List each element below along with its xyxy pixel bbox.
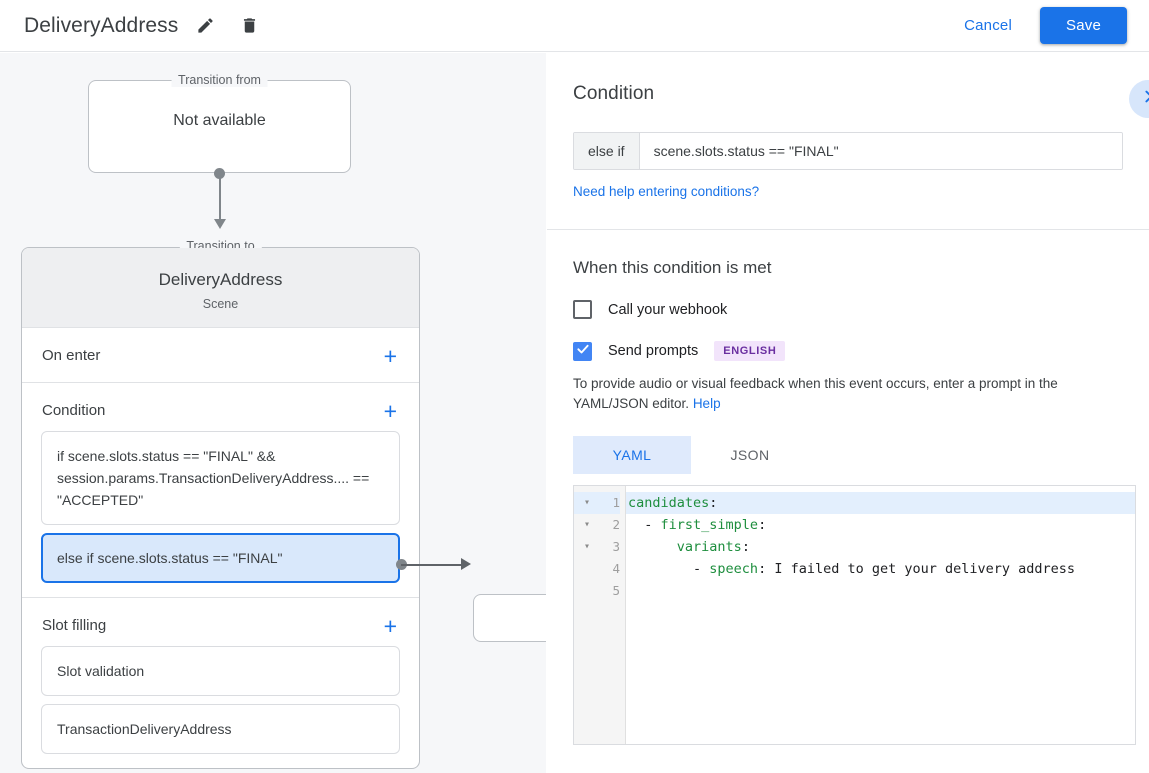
transition-from-title: Not available bbox=[173, 112, 266, 129]
editor-format-tabs: YAML JSON bbox=[573, 436, 1123, 474]
tab-json[interactable]: JSON bbox=[730, 447, 770, 463]
code-colon: : bbox=[758, 517, 767, 533]
section-title-condition: Condition bbox=[42, 402, 106, 419]
code-line[interactable] bbox=[626, 580, 1135, 602]
prompts-helper-text: To provide audio or visual feedback when… bbox=[573, 374, 1123, 414]
code-indent: - bbox=[628, 517, 661, 533]
chevron-right-icon bbox=[1140, 88, 1149, 110]
condition-help-wrap: Need help entering conditions? bbox=[573, 183, 1123, 201]
when-condition-met-heading: When this condition is met bbox=[573, 258, 772, 277]
when-condition-met-section: When this condition is met Call your web… bbox=[547, 230, 1149, 745]
send-prompts-checkbox-row[interactable]: Send prompts ENGLISH bbox=[573, 341, 1123, 361]
connector-line-horizontal bbox=[401, 564, 463, 566]
webhook-checkbox-row[interactable]: Call your webhook bbox=[573, 300, 1123, 319]
code-colon: : bbox=[709, 495, 718, 511]
detail-heading: Condition bbox=[573, 83, 655, 104]
flow-graph-panel: Transition from Not available Transition… bbox=[0, 53, 546, 773]
trash-icon bbox=[240, 16, 259, 35]
fold-toggle[interactable]: ▾ bbox=[583, 519, 591, 530]
call-webhook-label: Call your webhook bbox=[608, 301, 728, 318]
condition-section: Condition else if scene.slots.status == … bbox=[547, 53, 1149, 201]
connector-line-vertical bbox=[219, 173, 221, 223]
language-badge: ENGLISH bbox=[714, 341, 786, 361]
section-title-on-enter: On enter bbox=[42, 347, 101, 364]
checkmark-icon bbox=[576, 342, 590, 361]
code-line[interactable]: variants: bbox=[626, 536, 1135, 558]
fold-toggle[interactable]: ▾ bbox=[574, 492, 600, 514]
line-number: 5 bbox=[612, 583, 620, 598]
condition-row-1[interactable]: if scene.slots.status == "FINAL" && sess… bbox=[41, 431, 400, 525]
line-number: 4 bbox=[612, 561, 620, 576]
top-bar: DeliveryAddress Cancel Save bbox=[0, 0, 1149, 52]
condition-detail-panel: Condition else if scene.slots.status == … bbox=[547, 53, 1149, 773]
fold-toggle[interactable] bbox=[574, 580, 600, 602]
call-webhook-checkbox[interactable] bbox=[573, 300, 592, 319]
connector-arrow-down bbox=[214, 219, 226, 229]
pencil-icon bbox=[196, 16, 215, 35]
code-colon: : bbox=[741, 539, 750, 555]
fold-toggle[interactable]: ▾ bbox=[583, 541, 591, 552]
condition-help-link[interactable]: Need help entering conditions? bbox=[573, 184, 760, 199]
transition-from-node[interactable]: Transition from Not available bbox=[88, 73, 351, 173]
code-colon: : I failed to get your delivery address bbox=[758, 561, 1076, 577]
prompts-helper-sentence: To provide audio or visual feedback when… bbox=[573, 376, 1058, 411]
section-condition: Condition + if scene.slots.status == "FI… bbox=[22, 383, 419, 598]
add-slot-filling-button[interactable]: + bbox=[383, 612, 397, 639]
transition-from-legend: Transition from bbox=[171, 73, 268, 87]
code-key: variants bbox=[676, 539, 742, 555]
section-divider bbox=[547, 229, 1149, 230]
delete-button[interactable] bbox=[232, 9, 266, 43]
edit-name-button[interactable] bbox=[188, 9, 222, 43]
section-header-on-enter: On enter + bbox=[22, 328, 419, 368]
scene-card: Transition to DeliveryAddress Scene On e… bbox=[21, 239, 420, 769]
add-condition-button[interactable]: + bbox=[383, 397, 397, 424]
code-indent: - bbox=[628, 561, 710, 577]
editor-fold-column[interactable]: ▾ ▾ ▾ bbox=[574, 486, 600, 744]
line-number: 3 bbox=[612, 539, 620, 554]
editor-code-area[interactable]: candidates: - first_simple: variants: - … bbox=[626, 486, 1135, 744]
section-header-slot-filling: Slot filling + bbox=[22, 598, 419, 638]
condition-prefix-label: else if bbox=[574, 133, 640, 169]
code-key: first_simple bbox=[660, 517, 759, 533]
code-line[interactable]: - first_simple: bbox=[626, 514, 1135, 536]
target-node-partial[interactable] bbox=[473, 594, 546, 642]
page-title: DeliveryAddress bbox=[24, 13, 179, 37]
editor-line-numbers: 1 2 3 4 5 bbox=[600, 486, 626, 744]
prompts-help-link[interactable]: Help bbox=[692, 396, 721, 411]
section-title-slot-filling: Slot filling bbox=[42, 617, 107, 634]
condition-input-group[interactable]: else if scene.slots.status == "FINAL" bbox=[573, 132, 1123, 170]
code-key: candidates bbox=[628, 495, 710, 511]
prompt-code-editor[interactable]: ▾ ▾ ▾ 1 2 3 4 5 candidates: - first_simp… bbox=[573, 485, 1136, 745]
line-number: 1 bbox=[600, 492, 620, 514]
code-key: speech bbox=[709, 561, 759, 577]
condition-row-2-selected[interactable]: else if scene.slots.status == "FINAL" bbox=[41, 533, 400, 583]
send-prompts-checkbox[interactable] bbox=[573, 341, 592, 361]
cancel-button[interactable]: Cancel bbox=[950, 9, 1026, 42]
code-line[interactable]: - speech: I failed to get your delivery … bbox=[626, 558, 1135, 580]
fold-toggle[interactable] bbox=[574, 558, 600, 580]
connector-arrow-right bbox=[461, 558, 471, 570]
scene-header[interactable]: DeliveryAddress Scene bbox=[22, 248, 419, 328]
scene-name: DeliveryAddress bbox=[158, 270, 283, 289]
section-on-enter: On enter + bbox=[22, 328, 419, 383]
slot-row-transaction-delivery-address[interactable]: TransactionDeliveryAddress bbox=[41, 704, 400, 754]
send-prompts-label: Send prompts bbox=[608, 343, 699, 359]
code-indent bbox=[628, 539, 677, 555]
section-header-condition: Condition + bbox=[22, 383, 419, 423]
slot-row-validation[interactable]: Slot validation bbox=[41, 646, 400, 696]
condition-expression-input[interactable]: scene.slots.status == "FINAL" bbox=[639, 133, 1122, 169]
save-button[interactable]: Save bbox=[1040, 7, 1127, 44]
add-on-enter-button[interactable]: + bbox=[383, 342, 397, 369]
tab-yaml[interactable]: YAML bbox=[573, 436, 691, 474]
line-number: 2 bbox=[612, 517, 620, 532]
section-slot-filling: Slot filling + Slot validation Transacti… bbox=[22, 598, 419, 768]
code-line[interactable]: candidates: bbox=[626, 492, 1135, 514]
collapse-panel-button[interactable] bbox=[1129, 80, 1149, 118]
scene-type: Scene bbox=[202, 297, 239, 311]
